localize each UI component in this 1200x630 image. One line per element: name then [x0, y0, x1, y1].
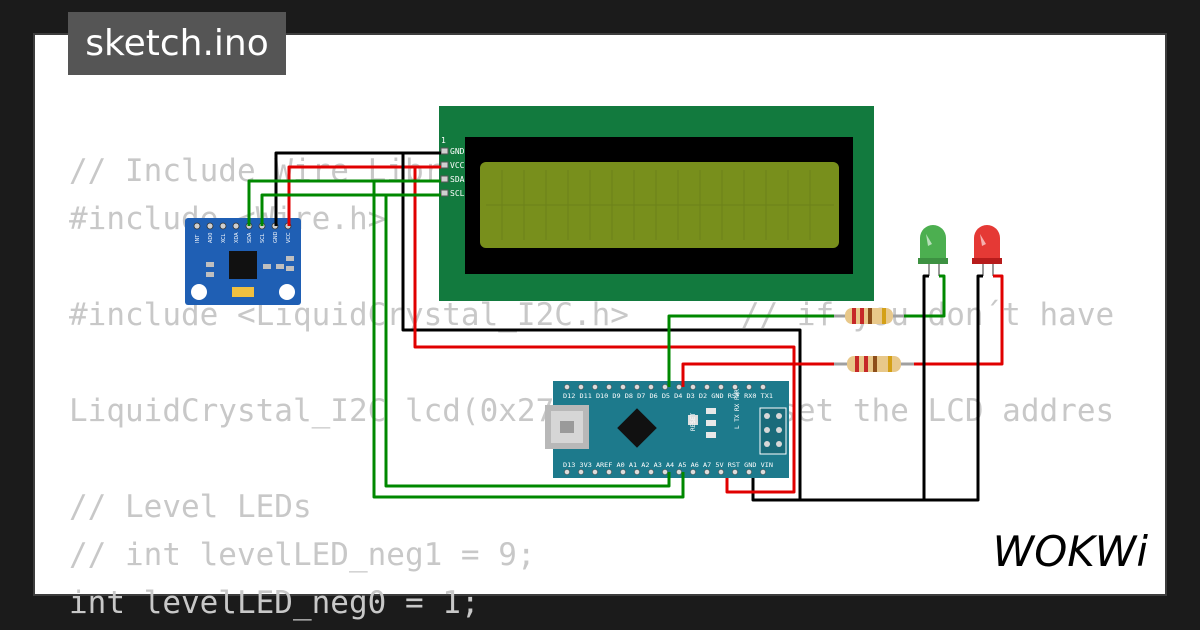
- wires: [247, 151, 1004, 502]
- wire-led-green-gnd: [800, 274, 929, 502]
- arduino-nano[interactable]: D12 D11 D10 D9 D8 D7 D6 D5 D4 D3 D2 GND …: [545, 381, 789, 478]
- lcd-module[interactable]: 1 GND VCC SDA SCL: [439, 106, 874, 301]
- wire-lcd-gnd: [401, 151, 802, 502]
- wire-led-red-anode: [914, 274, 1004, 366]
- mpu6050-module[interactable]: INT AD0 XCL XDA SDA SCL GND VCC: [185, 218, 301, 305]
- code-line: int levelLED_neg0 = 1;: [69, 585, 480, 621]
- wire-scl-mpu: [260, 193, 441, 226]
- wire-lcd-scl: [384, 193, 671, 488]
- lcd-pin-index: 1: [441, 136, 446, 145]
- wire-gnd-mpu: [274, 151, 441, 226]
- nano-top-pin-labels: D12 D11 D10 D9 D8 D7 D6 D5 D4 D3 D2 GND …: [563, 393, 773, 400]
- lcd-pin-gnd: GND: [450, 147, 465, 156]
- mpu-pin-int: INT: [195, 234, 201, 243]
- wokwi-logo: WOKWi: [993, 527, 1149, 576]
- nano-bottom-pin-labels: D13 3V3 AREF A0 A1 A2 A3 A4 A5 A6 A7 5V …: [563, 462, 773, 469]
- mpu-pin-xcl: XCL: [221, 233, 227, 243]
- lcd-pin-scl: SCL: [450, 189, 465, 198]
- wire-lcd-vcc: [413, 165, 796, 494]
- code-line: // Level LEDs: [69, 489, 312, 525]
- mpu-pin-sda: SDA: [247, 232, 253, 243]
- mpu-pin-xda: XDA: [234, 232, 240, 243]
- wire-led-green-signal: [667, 314, 834, 387]
- led-green[interactable]: [918, 225, 948, 276]
- lcd-pin-sda: SDA: [450, 175, 465, 184]
- file-title-badge: sketch.ino: [68, 12, 286, 75]
- mpu-pin-vcc: VCC: [286, 232, 292, 243]
- resistor-1[interactable]: [834, 308, 904, 324]
- led-red[interactable]: [972, 225, 1002, 276]
- mpu-pin-gnd: GND: [273, 231, 279, 243]
- mpu-pin-scl: SCL: [260, 233, 266, 243]
- nano-reset-label: RESET: [690, 413, 697, 431]
- lcd-pin-vcc: VCC: [450, 161, 465, 170]
- mpu-pin-ad0: AD0: [208, 233, 214, 243]
- wire-led-red-gnd: [924, 274, 983, 502]
- resistor-2[interactable]: [834, 356, 914, 372]
- wire-led-red-signal: [681, 362, 834, 387]
- wire-vcc-mpu: [287, 165, 441, 226]
- code-line: // Include Wire Library: [69, 153, 499, 189]
- nano-led-labels: L TX RX PWR: [734, 389, 741, 429]
- wire-lcd-sda: [372, 179, 685, 499]
- code-line: // int levelLED_neg1 = 9;: [69, 537, 536, 573]
